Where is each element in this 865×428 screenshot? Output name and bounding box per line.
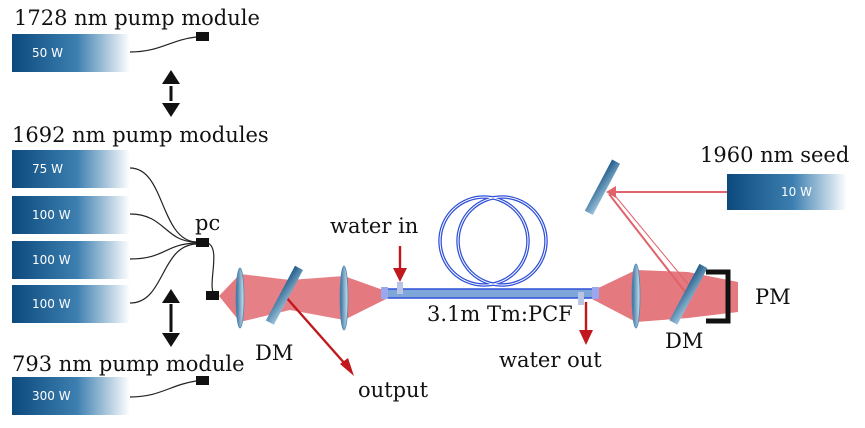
- dichroic-mirror-right: [669, 263, 708, 325]
- pump-1692-label: 1692 nm pump modules: [12, 123, 269, 147]
- dichroic-mirror-left: [265, 265, 303, 325]
- dm-right-label: DM: [665, 329, 704, 353]
- lens-left-1: [235, 267, 245, 329]
- output-ray: [284, 295, 347, 366]
- seed-down-ray-2: [611, 191, 694, 291]
- seed-module-box: [727, 174, 847, 210]
- pc-label: pc: [195, 211, 221, 235]
- steering-mirror: [584, 159, 621, 215]
- swap-arrow-top-heads: [162, 70, 180, 117]
- fiber-793: [129, 380, 197, 398]
- pcf-fiber-straight: [383, 288, 597, 299]
- fiber-1728: [129, 36, 197, 53]
- pump-1692-module-box-1: [12, 150, 130, 188]
- connector-793: [196, 376, 209, 385]
- module-1692-1-power: 75 W: [32, 162, 63, 176]
- seed-beam: [592, 270, 738, 322]
- fiber-end-left: [381, 287, 388, 299]
- pump-1728-module-box: [12, 34, 130, 72]
- fiber-end-right: [592, 287, 599, 299]
- pump-beam: [219, 274, 386, 322]
- dm-left-label: DM: [255, 341, 294, 365]
- fiber-1692-2: [129, 213, 197, 243]
- power-meter-label: PM: [755, 285, 791, 309]
- fiber-1692-3: [129, 242, 197, 260]
- connector-1728: [196, 32, 209, 41]
- water-cooling-inlet: [397, 282, 403, 294]
- output-ray-head: [340, 358, 354, 376]
- fiber-label: 3.1m Tm:PCF: [427, 302, 573, 326]
- pump-1728-label: 1728 nm pump module: [14, 6, 260, 30]
- pump-793-module-box: [12, 377, 130, 415]
- water-in-label: water in: [330, 214, 419, 238]
- module-1692-2-power: 100 W: [32, 208, 71, 222]
- fiber-1692-4: [129, 243, 197, 304]
- pump-1692-module-box-2: [12, 196, 130, 234]
- pump-1692-module-box-3: [12, 241, 130, 279]
- swap-arrow-bottom-heads: [162, 289, 180, 347]
- pump-fibers: [129, 36, 217, 398]
- pcf-coil: [438, 195, 548, 287]
- fiber-pc-out: [207, 242, 217, 297]
- module-1692-4-power: 100 W: [32, 297, 71, 311]
- pcf-coil-highlight: [439, 196, 547, 286]
- seed-module-power: 10 W: [781, 185, 812, 199]
- pump-1692-module-box-4: [12, 285, 130, 323]
- output-label: output: [358, 378, 429, 402]
- seed-input-ray-head: [606, 186, 616, 198]
- module-1728-power: 50 W: [32, 46, 63, 60]
- module-793-power: 300 W: [32, 389, 71, 403]
- module-1692-3-power: 100 W: [32, 253, 71, 267]
- power-meter-bracket: [706, 269, 731, 324]
- lens-right-1: [631, 263, 641, 329]
- fiber-1692-1: [129, 167, 197, 243]
- seed-down-ray-1: [608, 193, 687, 294]
- seed-label: 1960 nm seed: [700, 143, 850, 167]
- lens-left-2: [339, 265, 349, 331]
- water-out-arrow-head: [579, 330, 593, 345]
- water-out-label: water out: [499, 348, 602, 372]
- pump-793-label: 793 nm pump module: [12, 352, 245, 376]
- water-cooling-outlet: [578, 292, 584, 305]
- water-in-arrow-head: [393, 268, 407, 282]
- connector-pc: [196, 238, 209, 247]
- connector-fiber-end: [206, 291, 219, 300]
